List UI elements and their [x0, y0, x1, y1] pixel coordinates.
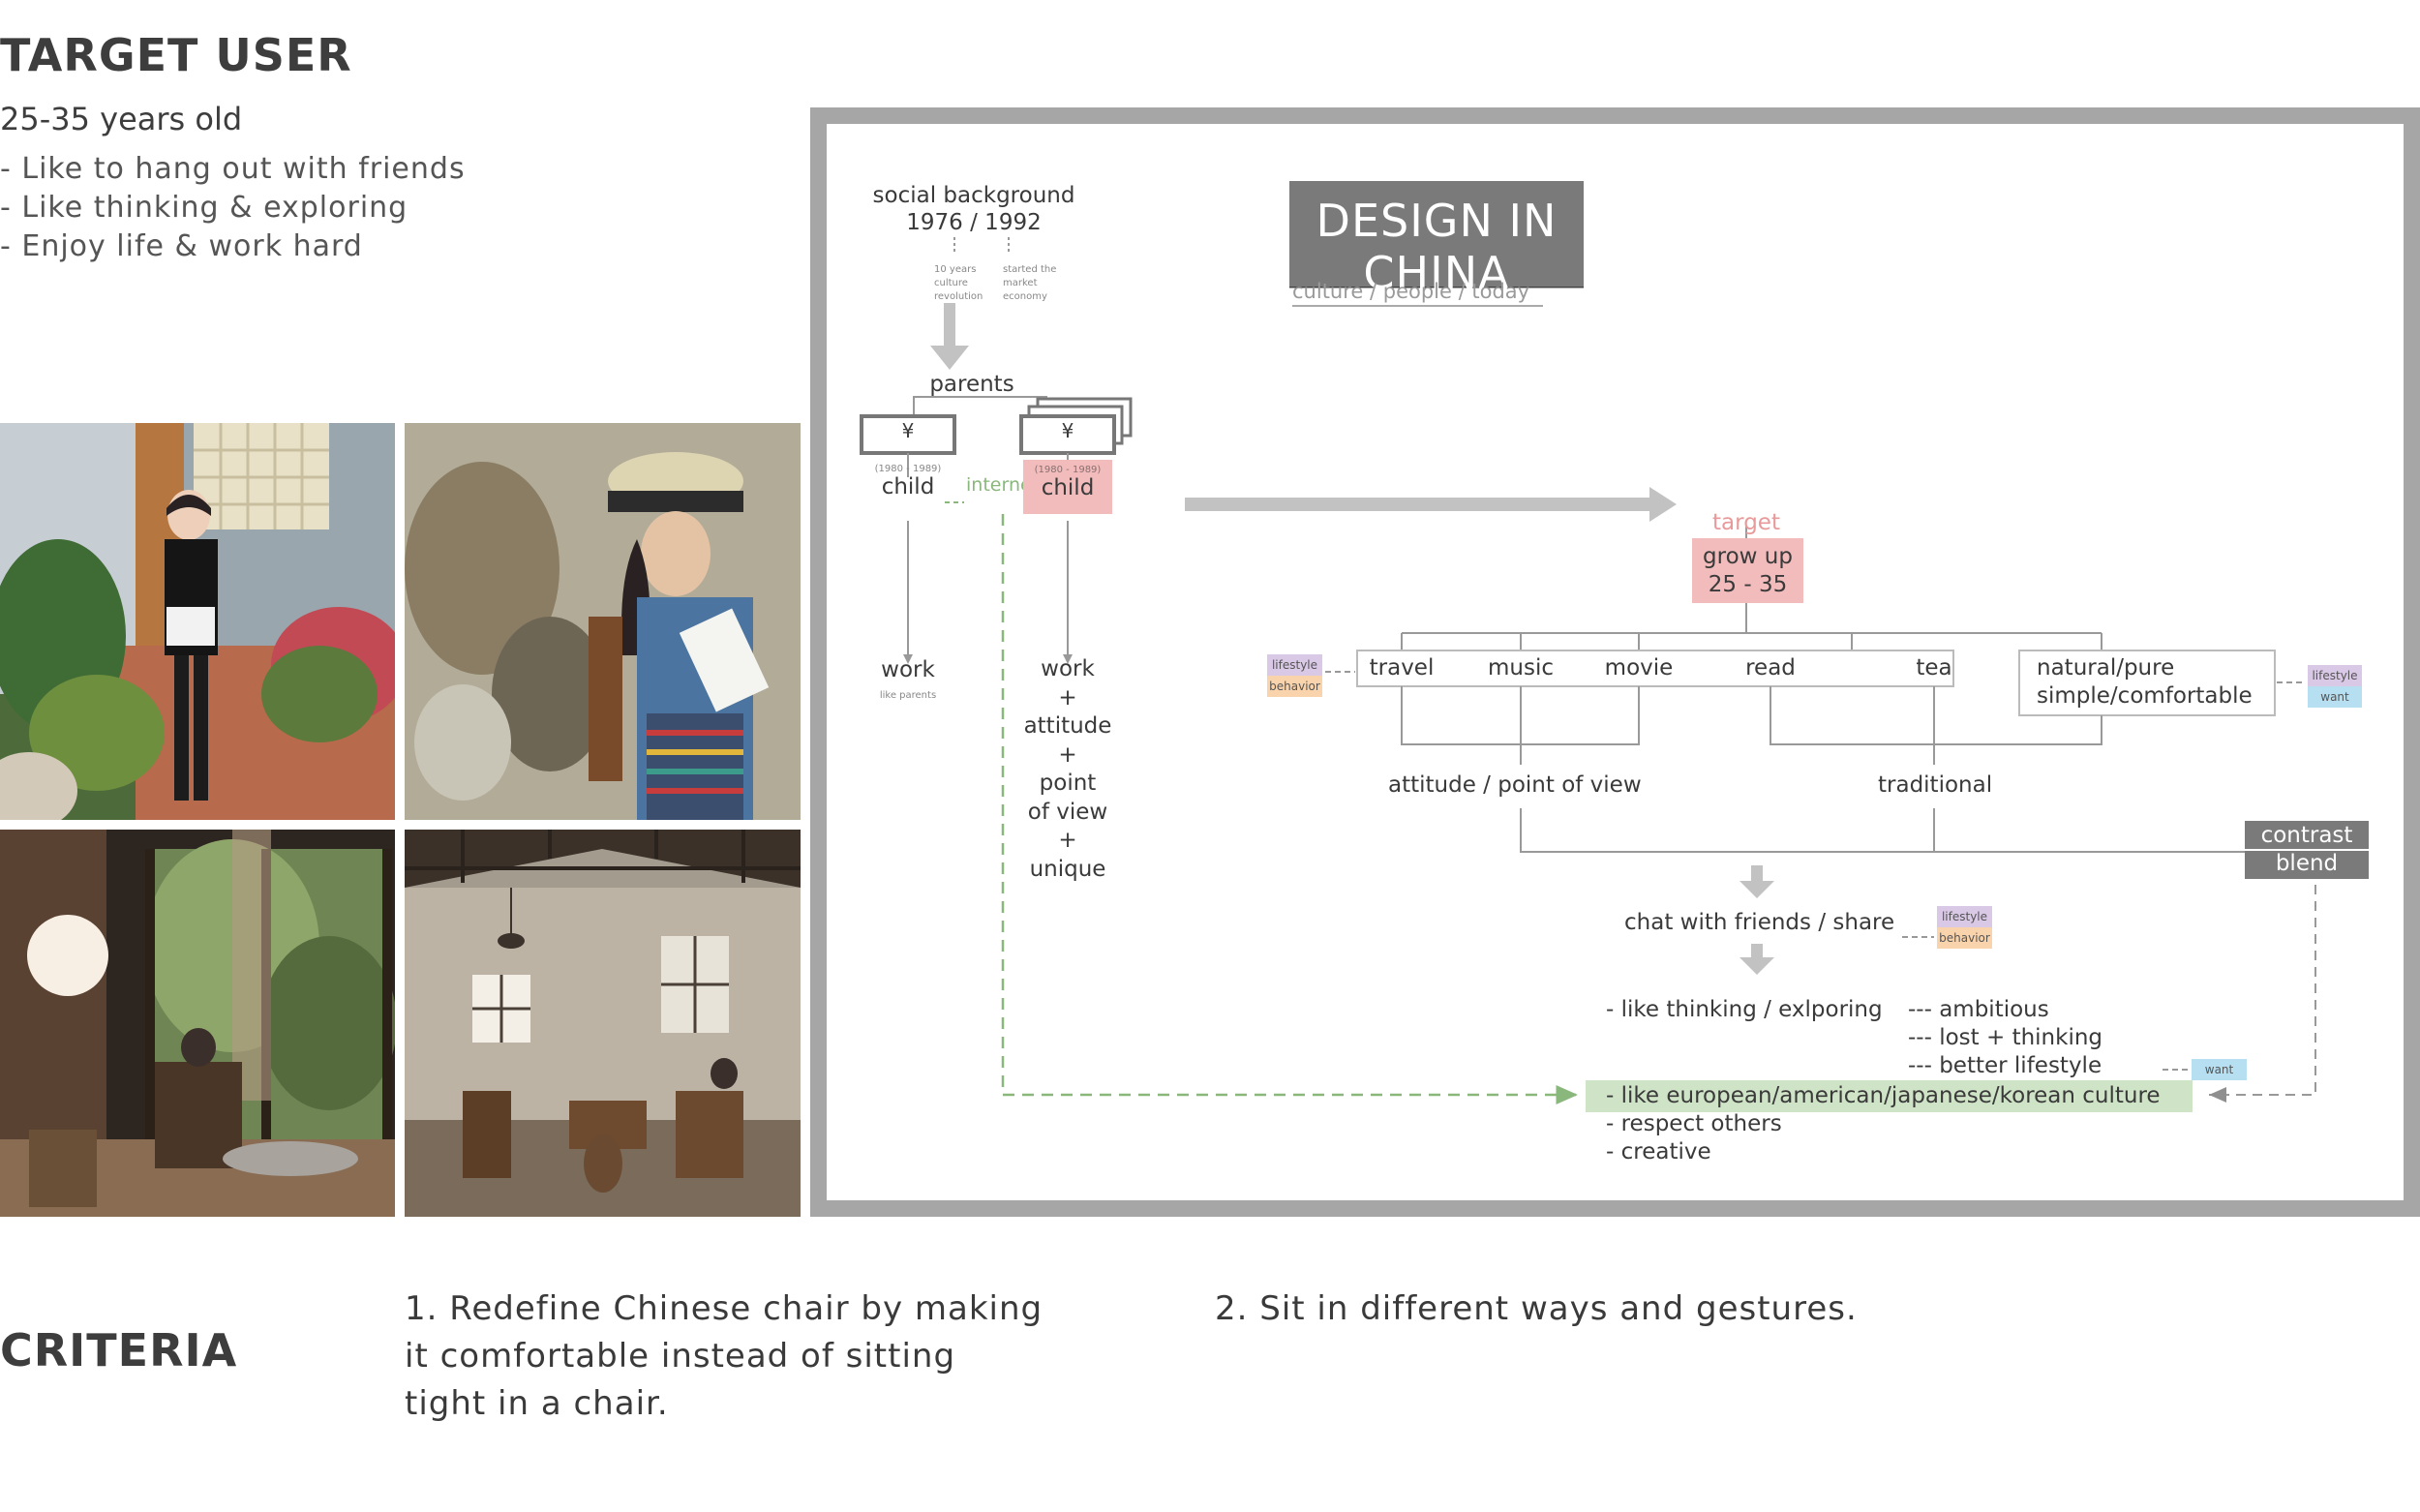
culture-label: - like european/american/japanese/korean…: [1606, 1083, 2161, 1108]
child-years-left: (1980 - 1989): [874, 464, 942, 474]
attitude-pov-label: attitude / point of view: [1388, 772, 1642, 798]
natural-label: natural/pure: [2037, 655, 2175, 680]
traditional-label: traditional: [1878, 772, 1993, 798]
simple-label: simple/comfortable: [2037, 683, 2253, 709]
yuan-symbol-right: ¥: [1061, 419, 1074, 442]
work-left-note: like parents: [879, 690, 937, 701]
work-right-line: attitude: [1023, 713, 1112, 739]
age-range-text: 25-35 years old: [0, 101, 243, 137]
diagram-title: DESIGN IN CHINA: [1316, 195, 1558, 299]
photo-woman-with-hat-writing: [405, 423, 801, 820]
work-right-line: of view: [1027, 799, 1108, 825]
child-right-box: (1980 - 1989) child: [1023, 460, 1112, 514]
trait-item: - Enjoy life & work hard: [0, 229, 363, 263]
parents-label: parents: [929, 372, 1014, 397]
years-label: 1976 / 1992: [906, 210, 1042, 235]
work-right-stack: work + attitude + point of view + unique: [1000, 655, 1135, 884]
activity-travel: travel: [1369, 655, 1435, 680]
work-right-line: work: [1041, 656, 1095, 681]
yuan-symbol-left: ¥: [901, 419, 915, 442]
work-right-line: +: [1058, 828, 1077, 853]
right-arrow-head: [1649, 487, 1677, 522]
child-left: child: [881, 474, 935, 499]
better-lifestyle-label: --- better lifestyle: [1908, 1053, 2102, 1078]
lost-thinking-label: --- lost + thinking: [1908, 1025, 2103, 1050]
down-arrow-chat: [1739, 881, 1774, 898]
activity-music: music: [1487, 655, 1554, 680]
contrast-label: contrast: [2260, 823, 2353, 848]
diagram-board: DESIGN IN CHINA culture / people / today…: [810, 107, 2420, 1217]
activity-movie: movie: [1604, 655, 1674, 680]
internet-path: [1001, 514, 1578, 1104]
grow-up-label: grow up: [1703, 544, 1793, 569]
criteria-item-1: 1. Redefine Chinese chair by making it c…: [405, 1289, 1044, 1423]
trait-item: - Like thinking & exploring: [0, 191, 408, 225]
photo-loft-interior: [405, 830, 801, 1217]
work-right-line: +: [1058, 684, 1077, 711]
work-right-line: point: [1039, 771, 1097, 796]
thinking-label: - like thinking / exlporing: [1606, 997, 1883, 1022]
tag-lifestyle-chat: lifestyle: [1937, 906, 1992, 927]
diagram-canvas: DESIGN IN CHINA culture / people / today…: [827, 124, 2404, 1200]
tag-want-culture: want: [2192, 1059, 2247, 1080]
diagram-lines: [860, 237, 2360, 1112]
creative-label: - creative: [1606, 1139, 1711, 1164]
work-right-line: +: [1058, 741, 1077, 768]
tag-lifestyle-right: lifestyle: [2308, 665, 2362, 686]
child-years-right: (1980 - 1989): [1034, 465, 1102, 475]
down-arrow-shaft: [944, 303, 955, 346]
photo-woman-at-doorway: [0, 423, 395, 820]
target-label: target: [1712, 510, 1780, 535]
diagram-subtitle: culture / people / today: [1292, 280, 1530, 303]
blend-label: blend: [2275, 851, 2339, 876]
right-arrow-shaft: [1185, 498, 1651, 511]
social-background-label: social background: [872, 183, 1075, 208]
contrast-blend-box: contrast blend: [2245, 821, 2369, 879]
trait-item: - Like to hang out with friends: [0, 152, 466, 186]
target-user-heading: TARGET USER: [0, 29, 352, 81]
ambitious-label: --- ambitious: [1908, 997, 2049, 1022]
culture-highlight: [1586, 1080, 2193, 1112]
natural-box: [2018, 650, 2276, 716]
down-arrow-head: [930, 346, 969, 370]
traits-list: - Like to hang out with friends - Like t…: [0, 150, 466, 266]
chat-label: chat with friends / share: [1624, 910, 1895, 935]
grow-up-box: grow up 25 - 35: [1692, 538, 1803, 603]
down-arrow-thinking: [1739, 957, 1774, 975]
photo-cafe-interior-window: [0, 830, 395, 1217]
activity-tea: tea: [1916, 655, 1952, 680]
tag-want-right: want: [2308, 686, 2362, 708]
blend-return-path: [2209, 885, 2316, 1103]
criteria-item-2: 2. Sit in different ways and gestures.: [1215, 1289, 1858, 1328]
work-left: work: [881, 657, 935, 682]
activities-box: [1356, 650, 1954, 687]
activity-read: read: [1745, 655, 1796, 680]
age-range-label: 25 - 35: [1708, 572, 1788, 597]
tag-behavior: behavior: [1267, 676, 1322, 697]
yuan-box-single: [860, 414, 956, 455]
respect-label: - respect others: [1606, 1111, 1782, 1136]
internet-label: internet: [966, 474, 1040, 496]
criteria-heading: CRITERIA: [0, 1324, 238, 1376]
tag-behavior-chat: behavior: [1937, 927, 1992, 949]
title-block: DESIGN IN CHINA: [1289, 181, 1584, 299]
note-market-economy: started the market economy: [1003, 264, 1057, 302]
tag-lifestyle: lifestyle: [1267, 654, 1322, 676]
work-right-line: unique: [1029, 856, 1106, 882]
child-right: child: [1041, 475, 1095, 500]
note-culture-revolution: 10 years culture revolution: [934, 264, 983, 302]
